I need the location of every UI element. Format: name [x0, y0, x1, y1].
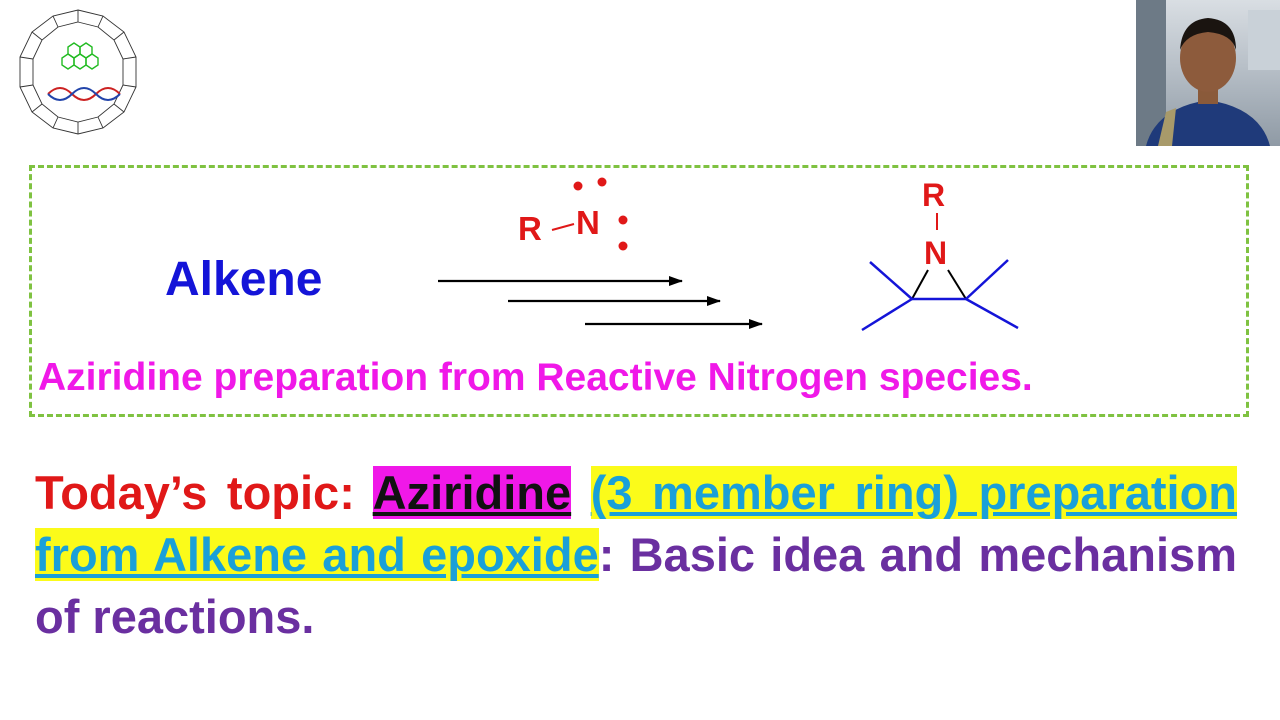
reagent-n-label: N: [576, 204, 600, 241]
reagent-r-label: R: [518, 210, 542, 247]
reaction-box: [29, 165, 1249, 417]
person-icon: [1136, 0, 1280, 146]
topic-highlight-aziridine: Aziridine: [372, 466, 572, 519]
lone-pair-dot: [618, 215, 628, 225]
reagent-nitrene: R N: [518, 177, 628, 251]
presenter-photo: [1136, 0, 1280, 146]
product-n-label: N: [924, 235, 947, 271]
alkene-label: Alkene: [165, 253, 323, 306]
substituent-bond: [869, 261, 913, 300]
reaction-scheme: R N R N: [438, 177, 1019, 332]
ring-bond: [911, 269, 929, 300]
reagent-bond: [551, 223, 575, 231]
ring-bond: [947, 269, 967, 300]
reaction-caption: Aziridine preparation from Reactive Nitr…: [38, 356, 1033, 399]
lone-pair-dot: [597, 177, 607, 187]
substituent-bond: [965, 259, 1009, 300]
aziridine-product: R N: [861, 177, 1019, 332]
lone-pair-dot: [618, 241, 628, 251]
lone-pair-dot: [573, 181, 583, 191]
pyrene-icon: [61, 42, 99, 70]
cyclodextrin-ring: [19, 9, 137, 135]
logo-icon: [19, 9, 137, 135]
dna-icon: [47, 87, 121, 101]
topic-paragraph: Today’s topic: Aziridine (3 member ring)…: [35, 462, 1237, 648]
topic-suffix: : Basic idea and mechanism of reactions.: [35, 528, 1237, 643]
product-r-label: R: [922, 177, 945, 213]
substituent-bond: [861, 297, 913, 332]
substituent-bond: [965, 297, 1019, 330]
topic-prefix: Today’s topic:: [35, 466, 355, 519]
